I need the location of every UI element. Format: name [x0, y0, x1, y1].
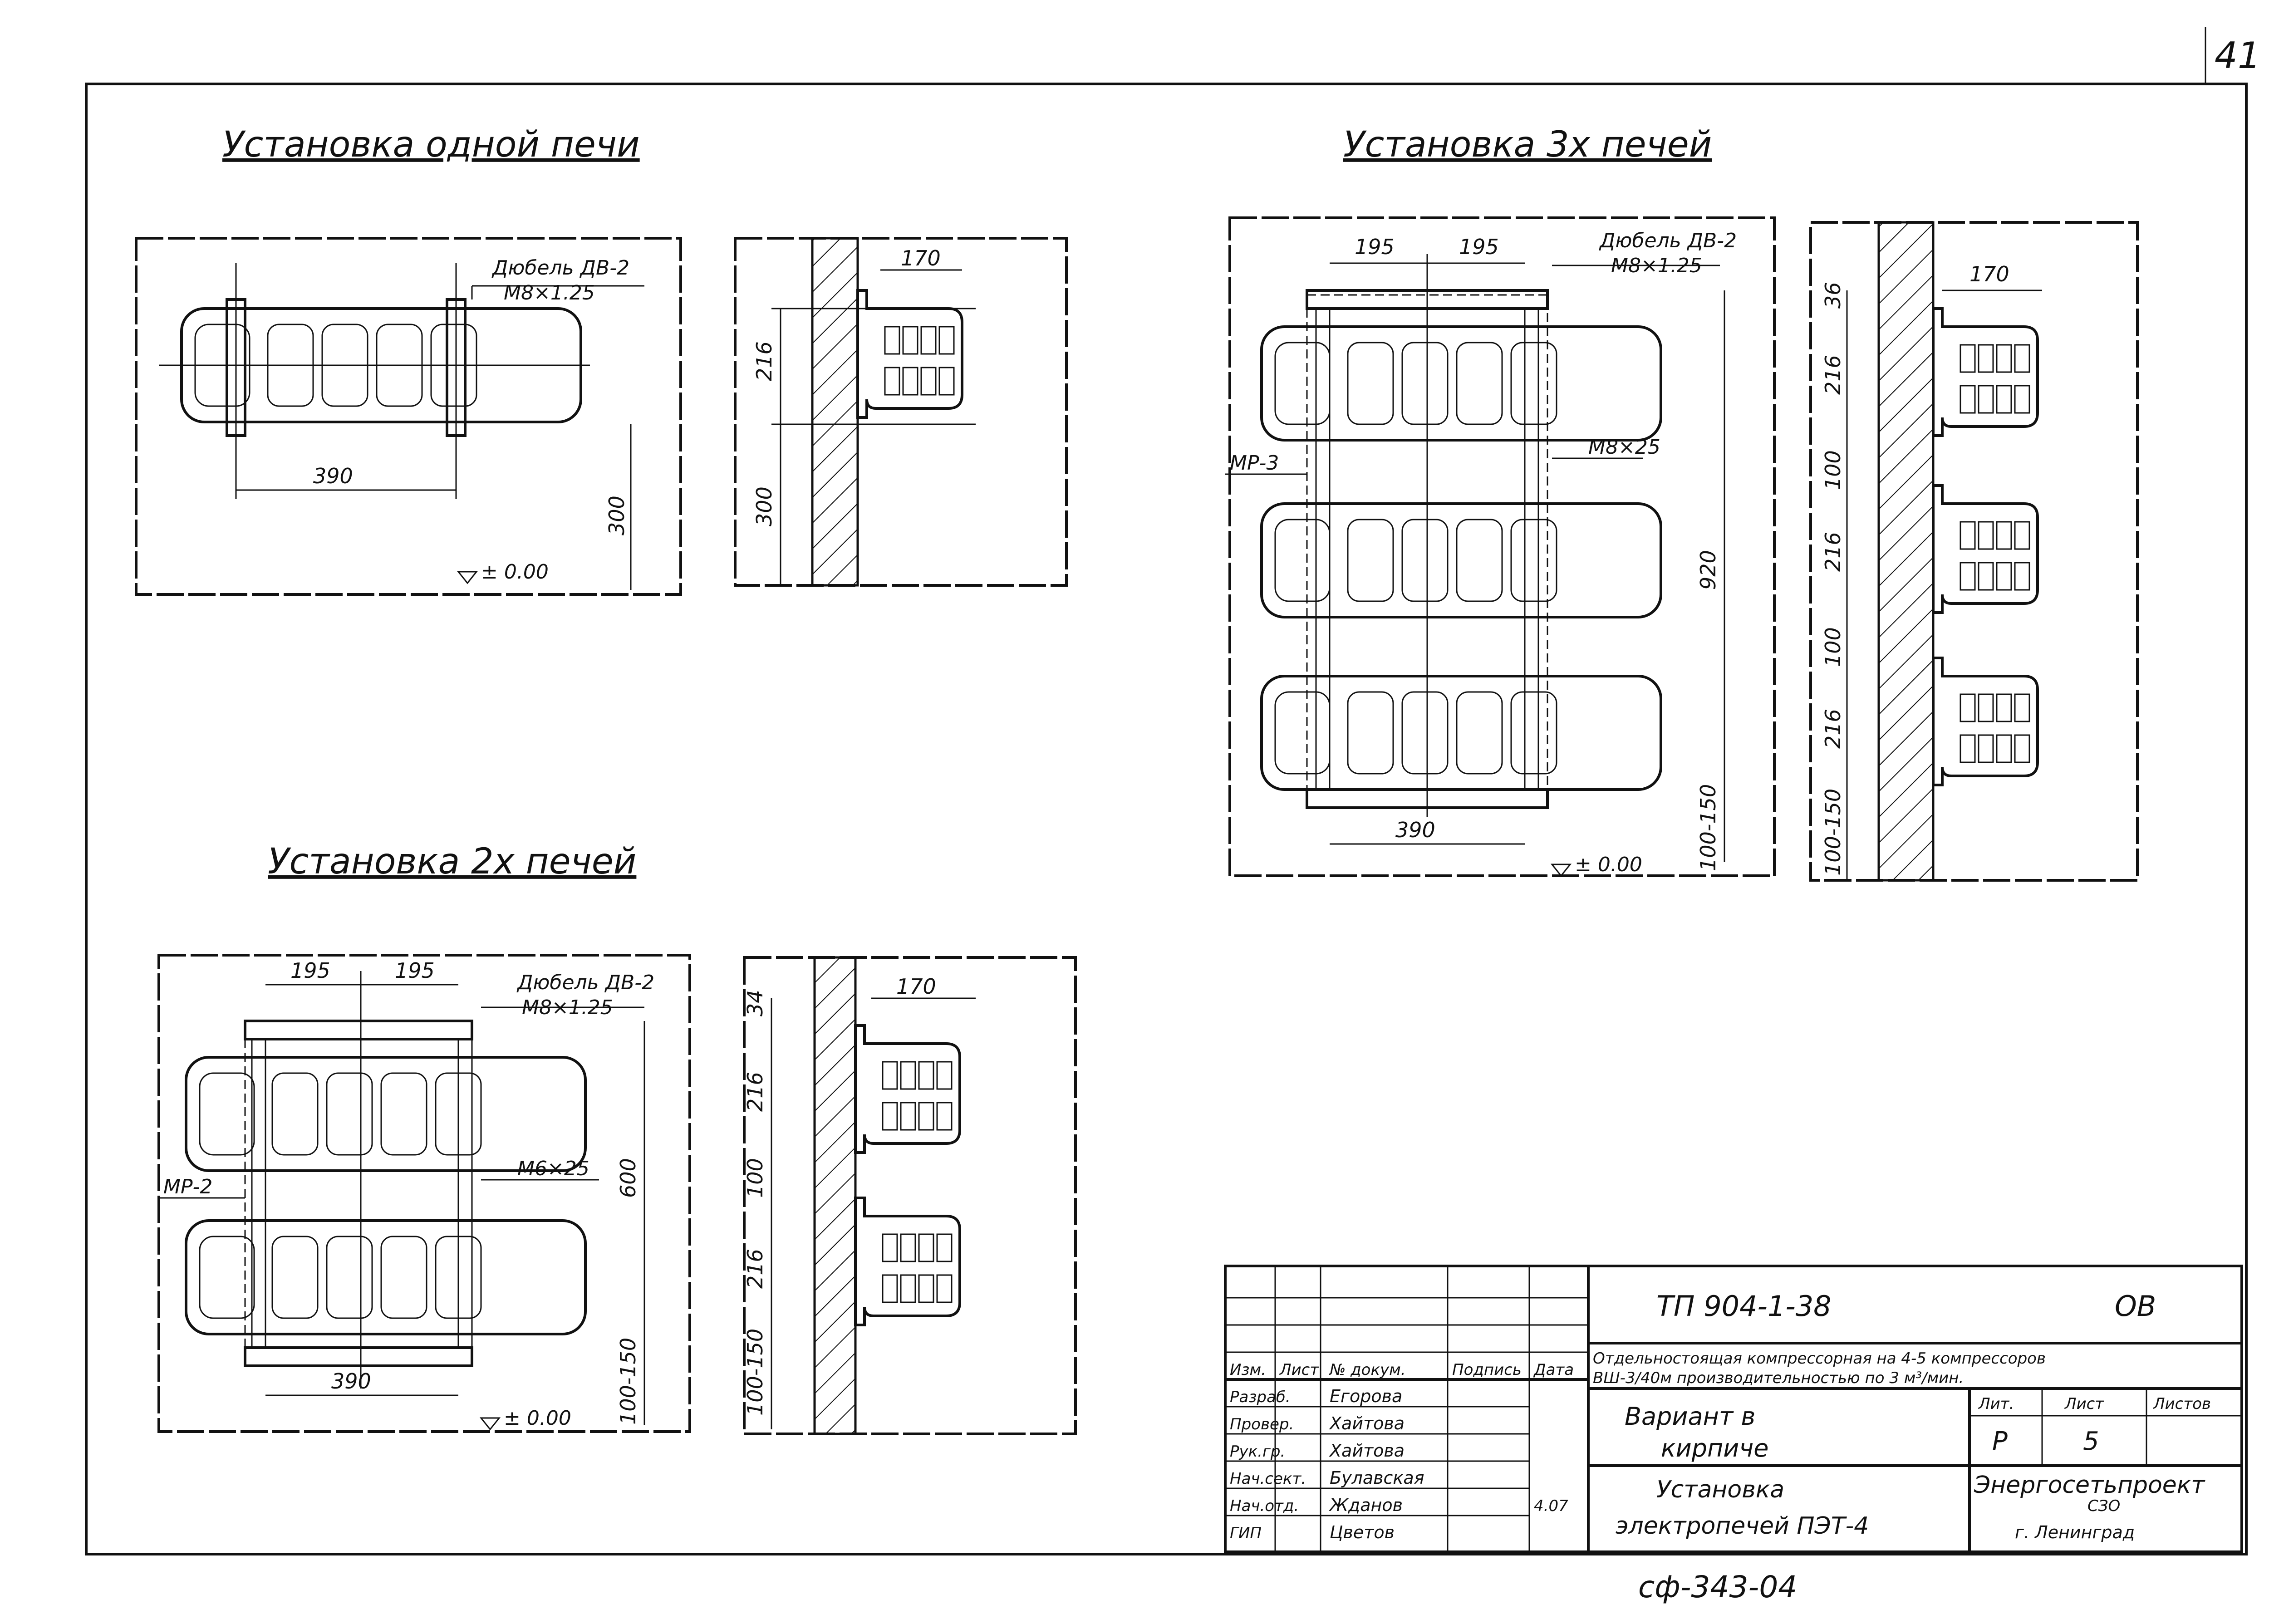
name-3: Хайтова	[1329, 1441, 1405, 1461]
col-header-date: Дата	[1533, 1361, 1574, 1379]
dim-300-side: 300	[752, 486, 776, 526]
dim-195-2b: 195	[395, 958, 435, 983]
dim-170-2: 170	[896, 974, 936, 999]
dim-100-2: 100	[743, 1158, 767, 1198]
doc-section: ОВ	[2115, 1290, 2156, 1323]
dim-100-150-3side: 100-150	[1821, 789, 1845, 876]
label-dowel-2: Дюбель ДВ-2	[516, 971, 654, 994]
drawing-title-2: электропечей ПЭТ-4	[1616, 1512, 1869, 1540]
organization-branch: СЗО	[2087, 1497, 2120, 1515]
label-mp3: МР-3	[1230, 451, 1279, 475]
label-m6x25: М6×25	[517, 1157, 589, 1180]
label-mp2: МР-2	[163, 1175, 212, 1198]
dim-100-150-2side: 100-150	[743, 1329, 767, 1416]
dim-300: 300	[604, 496, 629, 535]
dim-920: 920	[1696, 550, 1720, 590]
organization-city: г. Ленинград	[2015, 1522, 2135, 1542]
section-two-title: Установка 2x печей	[268, 841, 636, 882]
col-header-sheet: Лист	[1279, 1361, 1319, 1379]
dim-34: 34	[743, 990, 767, 1016]
dim-216: 216	[752, 341, 776, 381]
description-line-2: ВШ-3/40м производительностью по 3 м³/мин…	[1593, 1369, 1964, 1387]
dim-216-3c: 216	[1821, 709, 1845, 749]
role-3: Рук.гр.	[1230, 1442, 1285, 1461]
name-6: Цветов	[1330, 1522, 1395, 1542]
sheet-value: 5	[2083, 1427, 2099, 1456]
name-2: Хайтова	[1329, 1413, 1405, 1433]
dim-390: 390	[313, 464, 353, 488]
label-m8x125-2: М8×1.25	[522, 996, 613, 1019]
label-m8x125-3: М8×1.25	[1611, 254, 1702, 277]
archive-number: сф-343-04	[1638, 1570, 1797, 1604]
variant-line-2: кирпиче	[1661, 1434, 1769, 1462]
dim-216-3a: 216	[1821, 355, 1845, 395]
date-5: 4.07	[1534, 1497, 1568, 1515]
dim-195-a: 195	[1355, 235, 1395, 259]
sheets-header: Листов	[2152, 1395, 2211, 1413]
dim-170-3: 170	[1969, 262, 2009, 286]
role-6: ГИП	[1230, 1524, 1262, 1542]
dim-216-2a: 216	[743, 1072, 767, 1112]
level-mark-2: ± 0.00	[504, 1407, 571, 1430]
col-header-rev: Изм.	[1230, 1361, 1266, 1379]
level-mark-3: ± 0.00	[1575, 853, 1642, 876]
section-one-title: Установка одной печи	[222, 124, 640, 165]
dim-100-150-2: 100-150	[616, 1338, 640, 1425]
label-dowel: Дюбель ДВ-2	[491, 256, 629, 280]
dim-195-2a: 195	[290, 958, 330, 983]
title-block: Изм. Лист № докум. Подпись Дата Разраб. …	[1224, 1265, 2243, 1553]
role-4: Нач.сект.	[1230, 1470, 1306, 1488]
stage-header: Лит.	[1978, 1395, 2014, 1413]
role-2: Провер.	[1230, 1415, 1294, 1433]
dim-195-b: 195	[1459, 235, 1499, 259]
role-5: Нач.отд.	[1230, 1497, 1299, 1515]
dim-390-2: 390	[331, 1369, 371, 1393]
description-line-1: Отдельностоящая компрессорная на 4-5 ком…	[1593, 1349, 2046, 1368]
dim-100-3a: 100	[1821, 450, 1845, 490]
dim-36: 36	[1821, 282, 1845, 309]
page-number: 41	[2215, 34, 2261, 77]
sheet-header: Лист	[2064, 1395, 2104, 1413]
organization-name: Энергосетьпроект	[1974, 1472, 2205, 1499]
dim-170: 170	[901, 246, 941, 270]
name-4: Булавская	[1330, 1468, 1424, 1488]
dim-390-3: 390	[1395, 818, 1435, 842]
doc-code: ТП 904-1-38	[1656, 1290, 1832, 1323]
dim-216-3b: 216	[1821, 532, 1845, 572]
role-1: Разраб.	[1230, 1388, 1291, 1406]
label-dowel-3: Дюбель ДВ-2	[1599, 229, 1737, 252]
label-m8x25-3: М8×25	[1588, 436, 1660, 459]
dim-216-2b: 216	[743, 1249, 767, 1289]
name-5: Жданов	[1329, 1495, 1403, 1515]
dim-100-150-3: 100-150	[1696, 784, 1720, 871]
section-three-title: Установка 3x печей	[1343, 124, 1712, 165]
dim-600: 600	[616, 1158, 640, 1198]
dim-100-3b: 100	[1821, 627, 1845, 667]
variant-line-1: Вариант в	[1625, 1402, 1755, 1431]
sheet-border	[85, 83, 2248, 1555]
stage-value: Р	[1992, 1427, 2008, 1456]
label-m8x125: М8×1.25	[504, 281, 595, 304]
name-1: Егорова	[1330, 1386, 1402, 1406]
col-header-sign: Подпись	[1452, 1361, 1522, 1379]
drawing-title-1: Установка	[1656, 1476, 1784, 1503]
level-mark: ± 0.00	[481, 560, 549, 584]
col-header-doc: № докум.	[1329, 1361, 1406, 1379]
